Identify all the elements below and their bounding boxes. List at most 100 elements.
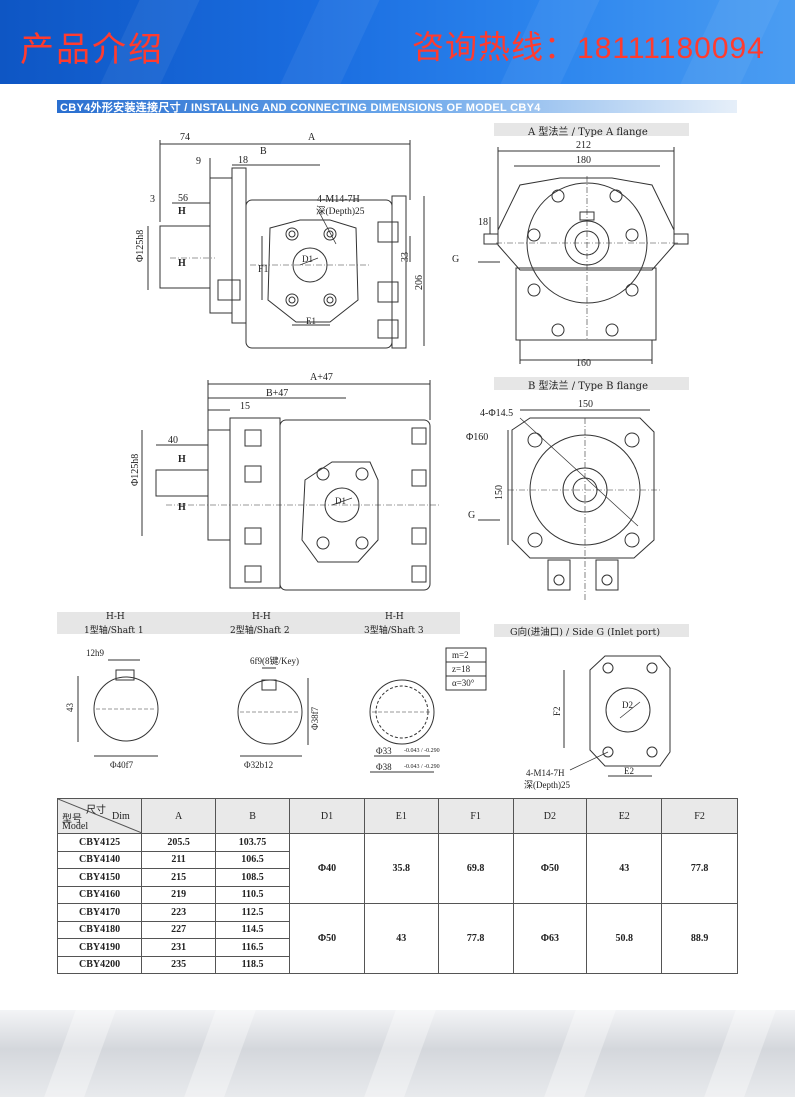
spec-table: 尺寸 Dim 型号 Model A B D1 E1 F1 D2 E2 F2 CB… (56, 798, 738, 974)
cell-e2: 43 (586, 833, 663, 904)
shaft-label-bar (57, 612, 460, 634)
table-corner: 尺寸 Dim 型号 Model (56, 798, 143, 834)
pump-a-dim-206: 206 (414, 275, 425, 290)
pump-a-h-bottom: H (178, 258, 186, 269)
corner-right: Dim (112, 811, 130, 822)
pump-a-dim-3: 3 (150, 194, 155, 205)
pump-a-dim-9: 9 (196, 156, 201, 167)
cell-b: 114.5 (215, 920, 291, 939)
cell-a: 219 (141, 885, 217, 904)
side-g-thread: 4-M14-7H (526, 768, 565, 778)
cell-a: 215 (141, 868, 217, 887)
footer-decoration (0, 1010, 795, 1097)
shaft-2-dim-3: Φ32b12 (244, 760, 273, 770)
col-header: F2 (661, 798, 738, 834)
side-g-e2: E2 (624, 766, 634, 776)
cell-f2: 77.8 (661, 833, 738, 904)
cell-a: 231 (141, 938, 217, 957)
table-row: CBY4160 219 110.5 (56, 885, 738, 904)
shaft-3-caption: 3型轴/Shaft 3 (364, 626, 424, 636)
cell-f1: 69.8 (437, 833, 514, 904)
col-header: F1 (437, 798, 514, 834)
pump-b-dim-b47: B+47 (266, 388, 288, 399)
pump-a-dim-33: 33 (400, 252, 411, 262)
cell-b: 110.5 (215, 885, 291, 904)
flange-a-label-bar (494, 123, 689, 136)
cell-d2: Φ63 (512, 903, 588, 974)
shaft-2-section (237, 667, 309, 757)
table-row: CBY4190 231 116.5 (56, 938, 738, 957)
flange-a-dim-inner: 180 (576, 155, 591, 166)
cell-model: CBY4170 (56, 903, 143, 922)
cell-d1: Φ40 (289, 833, 365, 904)
shaft-3-m: m=2 (452, 650, 469, 660)
flange-b-label-bar (494, 377, 689, 390)
table-row: CBY4150 215 108.5 (56, 868, 738, 887)
pump-a-f1: F1 (258, 264, 269, 275)
cell-model: CBY4190 (56, 938, 143, 957)
shaft-3-dim-2: Φ38 (376, 762, 392, 772)
table-row: CBY4180 227 114.5 (56, 920, 738, 939)
header-banner: 产品介绍 咨询热线：18111180094 (0, 0, 795, 84)
flange-a-side: G (452, 254, 459, 265)
pump-b-dim-40: 40 (168, 435, 178, 446)
table-row: CBY4200 235 118.5 (56, 955, 738, 974)
col-header: D2 (512, 798, 588, 834)
shaft-2-caption: 2型轴/Shaft 2 (230, 626, 290, 636)
engineering-drawing: 74 A B 9 18 3 56 H H 4-M14-7H 深(Depth)25… (65, 132, 689, 790)
pump-a-dim-56: 56 (178, 193, 188, 204)
cell-model: CBY4125 (56, 833, 143, 852)
pump-a-dim-74: 74 (180, 132, 190, 143)
shaft-3-section (369, 647, 487, 773)
hotline-phone: 18111180094 (577, 32, 765, 65)
side-g-label-bar (494, 624, 689, 637)
shaft-2-dim-1: 6f9(8键/Key) (250, 655, 299, 666)
cell-b: 118.5 (215, 955, 291, 974)
cell-a: 205.5 (141, 833, 217, 852)
shaft-1-section (77, 659, 159, 757)
flange-a-drawing (478, 147, 689, 364)
shaft-3-dim-1: Φ33 (376, 746, 392, 756)
cell-e1: 43 (363, 903, 439, 974)
cell-f2: 88.9 (661, 903, 738, 974)
pump-b-dia: Φ125h8 (130, 454, 141, 486)
corner-diagonal (58, 799, 142, 833)
table-row: CBY4170 223 112.5 Φ50 43 77.8 Φ63 50.8 8… (56, 903, 738, 974)
flange-b-hole: 4-Φ14.5 (480, 408, 513, 419)
flange-b-dim-top: 150 (578, 399, 593, 410)
table-row: CBY4125 205.5 103.75 Φ40 35.8 69.8 Φ50 4… (56, 833, 738, 904)
shaft-3-z: z=18 (452, 664, 471, 674)
cell-model: CBY4160 (56, 885, 143, 904)
shaft-2-title: H-H (252, 612, 271, 622)
side-g-f2: F2 (552, 706, 562, 716)
side-g-d2: D2 (622, 700, 633, 710)
corner-top: 尺寸 (86, 805, 106, 816)
cell-model: CBY4150 (56, 868, 143, 887)
banner-hotline: 咨询热线：18111180094 (412, 22, 765, 68)
flange-a-title: A 型法兰 / Type A flange (528, 127, 648, 138)
col-header: D1 (289, 798, 365, 834)
cell-b: 108.5 (215, 868, 291, 887)
cell-a: 227 (141, 920, 217, 939)
cell-a: 211 (141, 850, 217, 869)
pump-a-drawing (147, 140, 425, 349)
flange-b-side: G (468, 510, 475, 521)
pump-a-e1: E1 (306, 316, 316, 326)
shaft-1-dim-1: 12h9 (86, 648, 105, 658)
cell-model: CBY4200 (56, 955, 143, 974)
pump-b-drawing (141, 380, 440, 591)
cell-model: CBY4180 (56, 920, 143, 939)
pump-a-depth: 深(Depth)25 (316, 206, 365, 217)
cell-e2: 50.8 (586, 903, 663, 974)
cell-a: 235 (141, 955, 217, 974)
shaft-3-dim-1-tol: -0.043 / -0.290 (404, 748, 440, 754)
flange-a-dim-bottom: 160 (576, 358, 591, 369)
pump-a-d1: D1 (302, 254, 313, 264)
cell-b: 116.5 (215, 938, 291, 957)
flange-b-drawing (478, 409, 662, 600)
section-title-bar (57, 100, 737, 113)
shaft-2-dim-2: Φ38f7 (310, 706, 320, 730)
pump-b-d1: D1 (335, 496, 346, 506)
shaft-3-dim-2-tol: -0.043 / -0.290 (404, 764, 440, 770)
col-header: E1 (363, 798, 439, 834)
